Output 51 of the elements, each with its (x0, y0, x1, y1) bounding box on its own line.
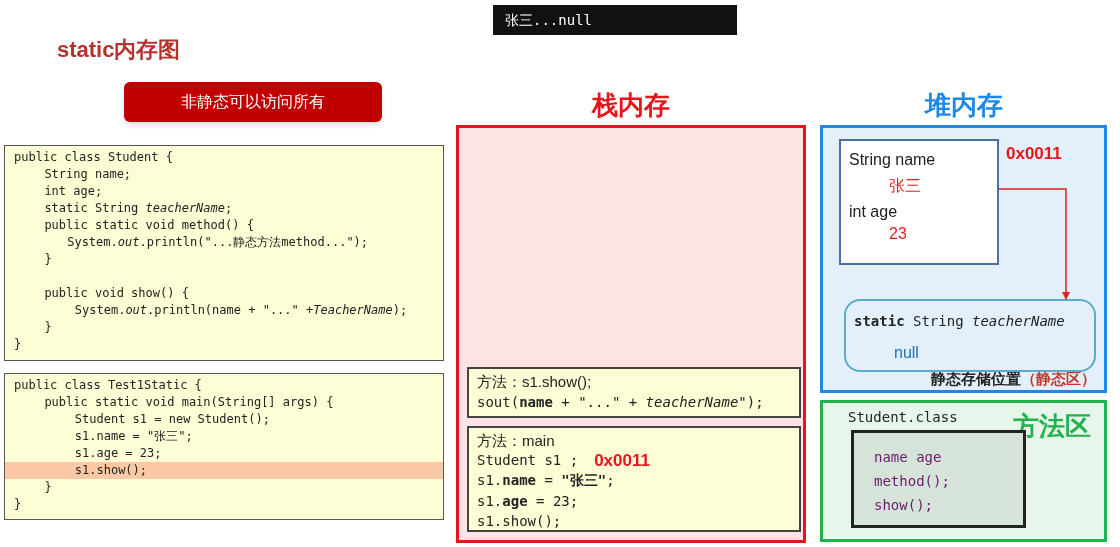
field-value: 23 (889, 225, 907, 242)
code-panel (4, 145, 444, 361)
panel-heading: 栈内存 (592, 90, 670, 120)
code-line: Student s1 = new Student(); (74, 412, 270, 426)
panel-heading: 堆内存 (924, 90, 1003, 120)
code-line: show(); (874, 497, 933, 513)
field-name: int age (849, 203, 898, 220)
code-line: sout(name + "..." + teacherName"); (477, 393, 764, 410)
code-line: s1.age = 23; (74, 446, 162, 460)
console-output: 张三...null (493, 5, 737, 35)
code-line: } (44, 252, 52, 266)
frame-title: 方法：main (477, 432, 555, 449)
page-title: static内存图 (57, 37, 181, 62)
stack-frame (467, 426, 801, 532)
code-panel (4, 373, 444, 520)
arrow (998, 188, 1070, 300)
method-area-panel (820, 400, 1107, 542)
code-line: s1.name = "张三"; (477, 472, 615, 488)
code-line: public static void main(String[] args) { (44, 395, 334, 409)
code-line: public class Test1Static { (14, 378, 202, 392)
code-line: Student s1 ; (477, 450, 579, 470)
address-value: 0x0011 (594, 450, 650, 470)
code-line: int age; (44, 184, 103, 198)
field-value: null (894, 344, 919, 361)
code-line: public static void method() { (44, 218, 254, 232)
class-name: Student.class (848, 409, 958, 425)
field-name: String name (849, 151, 936, 168)
area-caption: （静态区） (1021, 368, 1096, 389)
address-value: 0x0011 (1006, 144, 1062, 163)
area-caption: 静态存储位置 (931, 368, 1021, 389)
code-line: static String teacherName; (44, 201, 233, 215)
code-line: String name; (44, 167, 132, 181)
code-line: System.out.println(name + "..." +TeacherName); (74, 303, 408, 317)
stack-frame (467, 367, 801, 418)
frame-title: 方法：s1.show(); (477, 373, 592, 390)
field-value: 张三 (889, 177, 921, 194)
code-line: s1.show(); (477, 513, 562, 529)
code-line: static String teacherName (854, 313, 1065, 329)
code-line: name age (874, 449, 942, 465)
heading-banner: 非静态可以访问所有 (124, 82, 382, 122)
code-line: System.out.println("...静态方法method..."); (67, 235, 369, 249)
code-line: } (14, 497, 22, 511)
code-line: } (14, 337, 22, 351)
code-line: public void show() { (44, 286, 189, 300)
code-line: s1.age = 23; (477, 492, 579, 509)
static-area-box (844, 299, 1096, 372)
code-line: } (44, 480, 52, 494)
code-line: } (44, 320, 52, 334)
code-line: s1.name = "张三"; (74, 429, 193, 443)
code-line: public class Student { (14, 150, 173, 164)
code-line: method(); (874, 473, 950, 489)
